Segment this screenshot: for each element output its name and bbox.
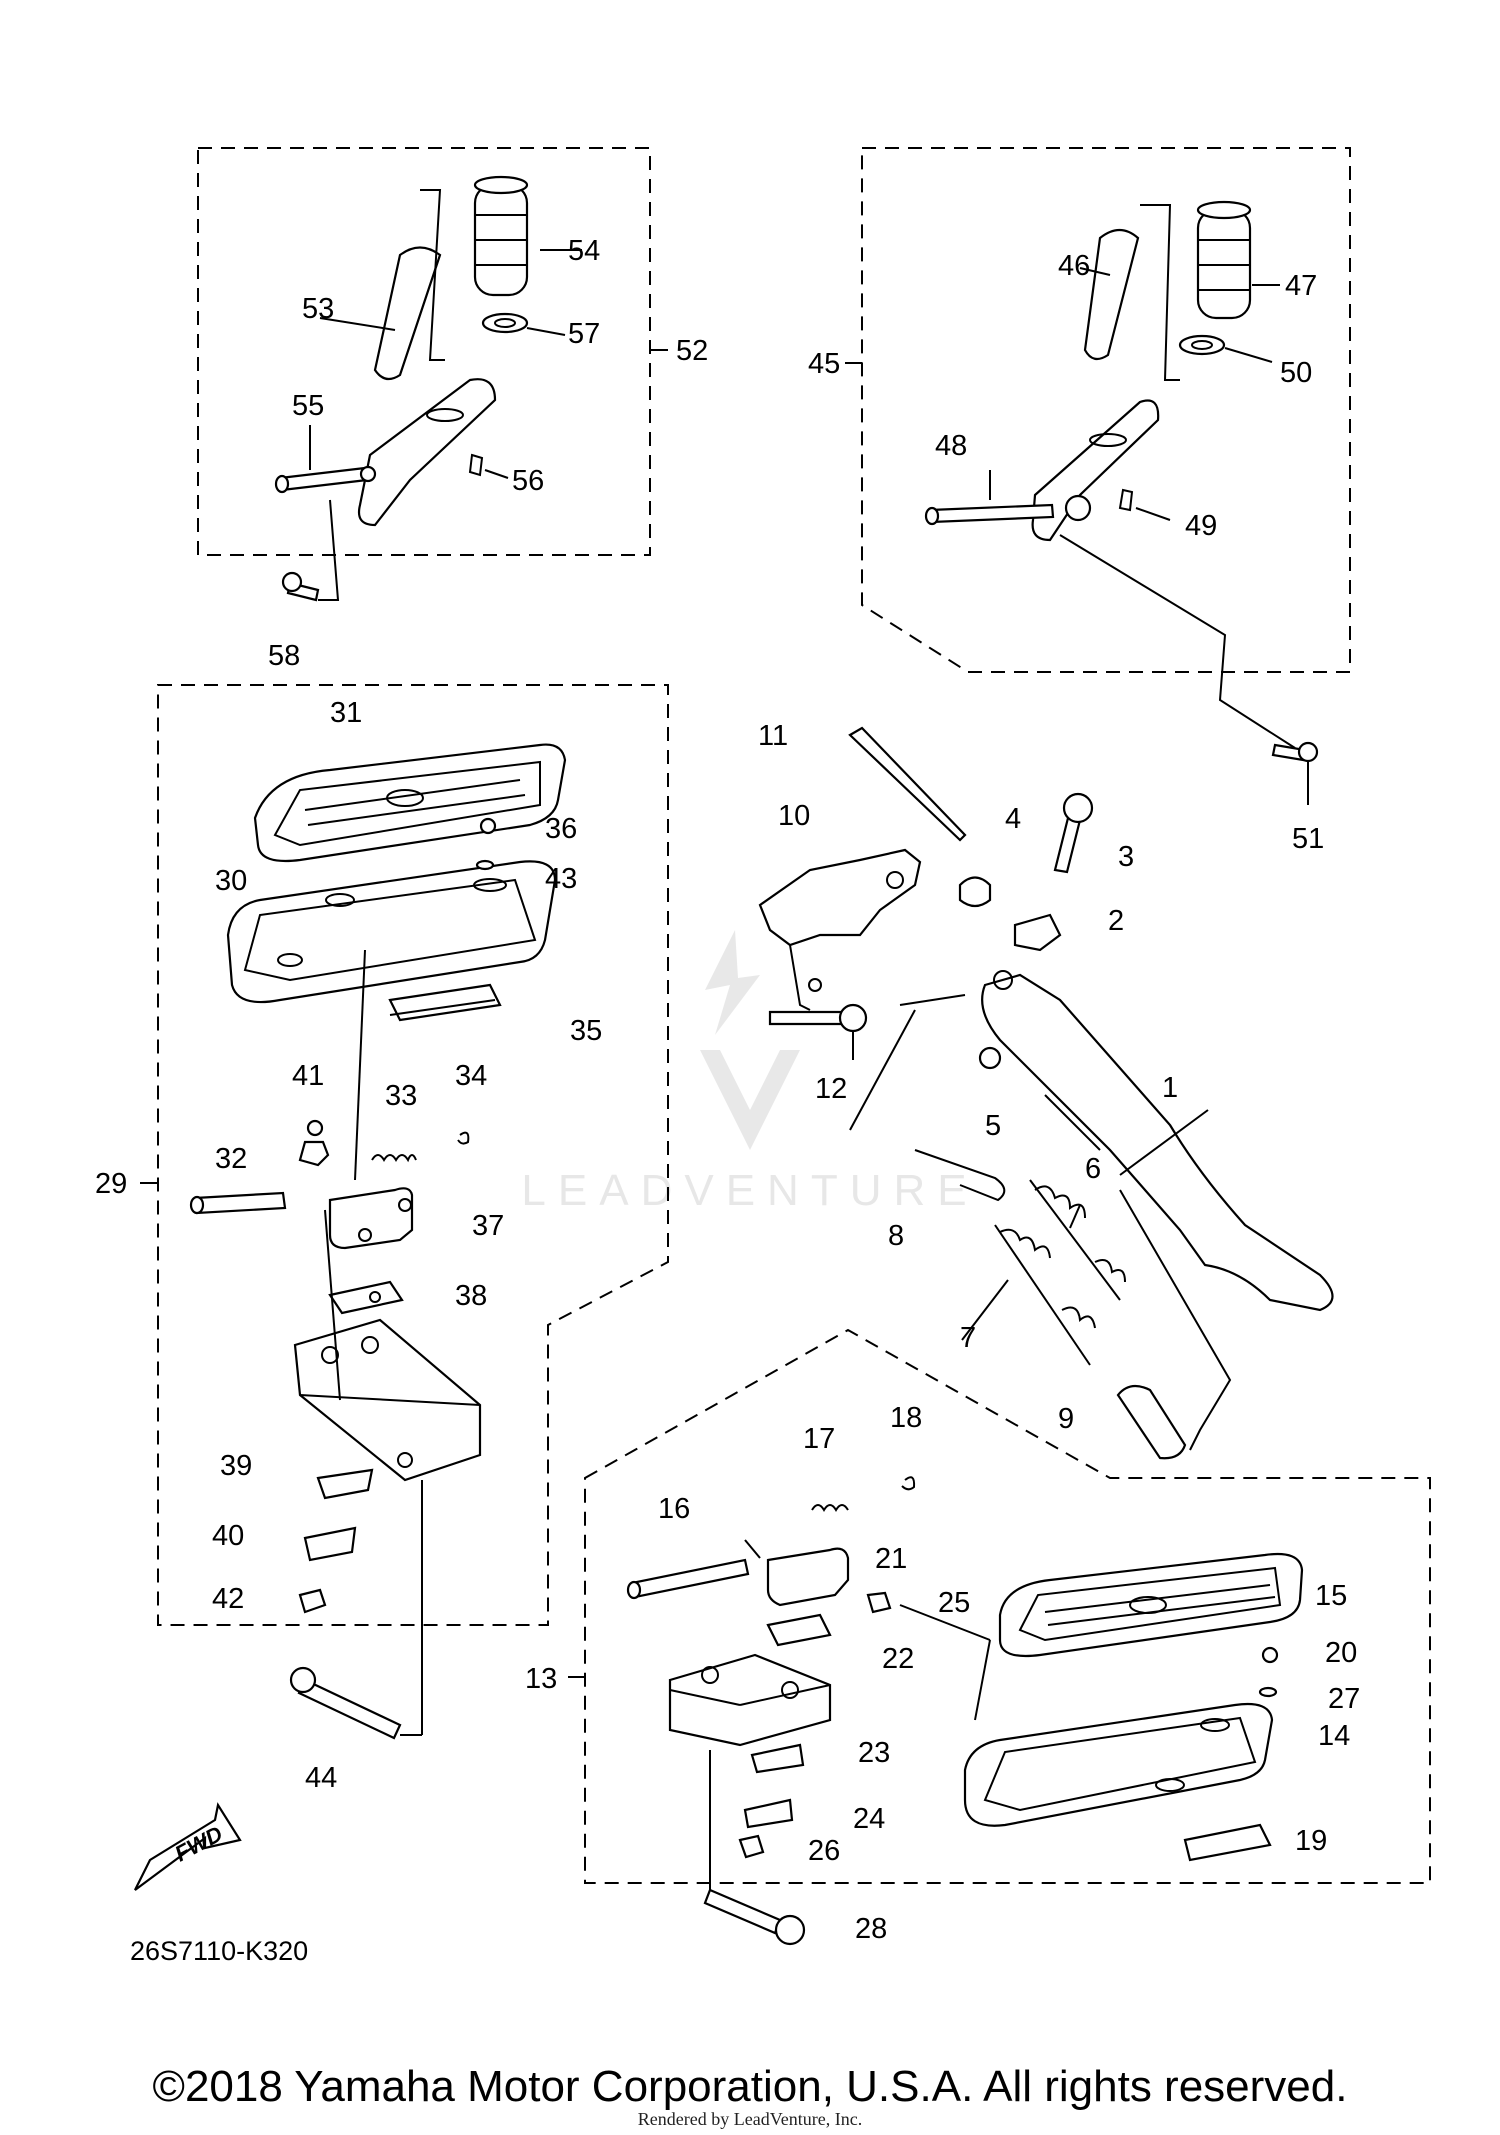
callout-47: 47 <box>1285 270 1317 302</box>
forward-arrow-icon: FWD <box>134 1802 242 1891</box>
callout-27: 27 <box>1328 1683 1360 1715</box>
callout-56: 56 <box>512 465 544 497</box>
callout-18: 18 <box>890 1402 922 1434</box>
callout-30: 30 <box>215 865 247 897</box>
callout-2: 2 <box>1108 905 1124 937</box>
assembly-29 <box>140 684 669 1740</box>
callout-labels: 1 2 3 4 5 6 7 8 9 10 11 12 13 14 15 16 1… <box>95 235 1360 1945</box>
callout-36: 36 <box>545 813 577 845</box>
callout-50: 50 <box>1280 357 1312 389</box>
callout-38: 38 <box>455 1280 487 1312</box>
callout-49: 49 <box>1185 510 1217 542</box>
callout-41: 41 <box>292 1060 324 1092</box>
callout-33: 33 <box>385 1080 417 1112</box>
callout-39: 39 <box>220 1450 252 1482</box>
side-stand-assembly <box>758 726 1334 1460</box>
callout-29: 29 <box>95 1168 127 1200</box>
watermark-text: LEADVENTURE <box>521 1166 978 1215</box>
callout-54: 54 <box>568 235 600 267</box>
callout-11: 11 <box>758 720 788 752</box>
parts-diagram: LEADVENTURE <box>95 147 1431 1966</box>
callout-46: 46 <box>1058 250 1090 282</box>
callout-52: 52 <box>676 335 708 367</box>
callout-14: 14 <box>1318 1720 1350 1752</box>
assembly-45 <box>845 147 1351 805</box>
fwd-label: FWD <box>171 1821 227 1867</box>
callout-25: 25 <box>938 1587 970 1619</box>
callout-58: 58 <box>268 640 300 672</box>
callout-45: 45 <box>808 348 840 380</box>
callout-16: 16 <box>658 1493 690 1525</box>
rendered-by-notice: Rendered by LeadVenture, Inc. <box>637 2109 863 2129</box>
callout-51: 51 <box>1292 823 1324 855</box>
callout-20: 20 <box>1325 1637 1357 1669</box>
leadventure-watermark: LEADVENTURE <box>521 930 978 1215</box>
callout-35: 35 <box>570 1015 602 1047</box>
assembly-13 <box>568 1328 1431 1946</box>
callout-53: 53 <box>302 293 334 325</box>
callout-7: 7 <box>960 1322 976 1354</box>
callout-15: 15 <box>1315 1580 1347 1612</box>
callout-43: 43 <box>545 863 577 895</box>
callout-24: 24 <box>853 1803 885 1835</box>
callout-44: 44 <box>305 1762 337 1794</box>
copyright-notice: ©2018 Yamaha Motor Corporation, U.S.A. A… <box>152 2062 1348 2111</box>
callout-28: 28 <box>855 1913 887 1945</box>
callout-42: 42 <box>212 1583 244 1615</box>
callout-17: 17 <box>803 1423 835 1455</box>
callout-4: 4 <box>1005 803 1021 835</box>
callout-48: 48 <box>935 430 967 462</box>
callout-19: 19 <box>1295 1825 1327 1857</box>
callout-21: 21 <box>875 1543 907 1575</box>
callout-57: 57 <box>568 318 600 350</box>
callout-1: 1 <box>1162 1072 1178 1104</box>
callout-34: 34 <box>455 1060 487 1092</box>
callout-8: 8 <box>888 1220 904 1252</box>
callout-13: 13 <box>525 1663 557 1695</box>
callout-23: 23 <box>858 1737 890 1769</box>
callout-31: 31 <box>330 697 362 729</box>
callout-55: 55 <box>292 390 324 422</box>
callout-10: 10 <box>778 800 810 832</box>
callout-5: 5 <box>985 1110 1001 1142</box>
assembly-52 <box>197 147 668 602</box>
callout-32: 32 <box>215 1143 247 1175</box>
callout-12: 12 <box>815 1073 847 1105</box>
callout-22: 22 <box>882 1643 914 1675</box>
callout-40: 40 <box>212 1520 244 1552</box>
callout-6: 6 <box>1085 1153 1101 1185</box>
callout-3: 3 <box>1118 841 1134 873</box>
callout-37: 37 <box>472 1210 504 1242</box>
part-code: 26S7110-K320 <box>130 1936 308 1966</box>
callout-9: 9 <box>1058 1403 1074 1435</box>
callout-26: 26 <box>808 1835 840 1867</box>
